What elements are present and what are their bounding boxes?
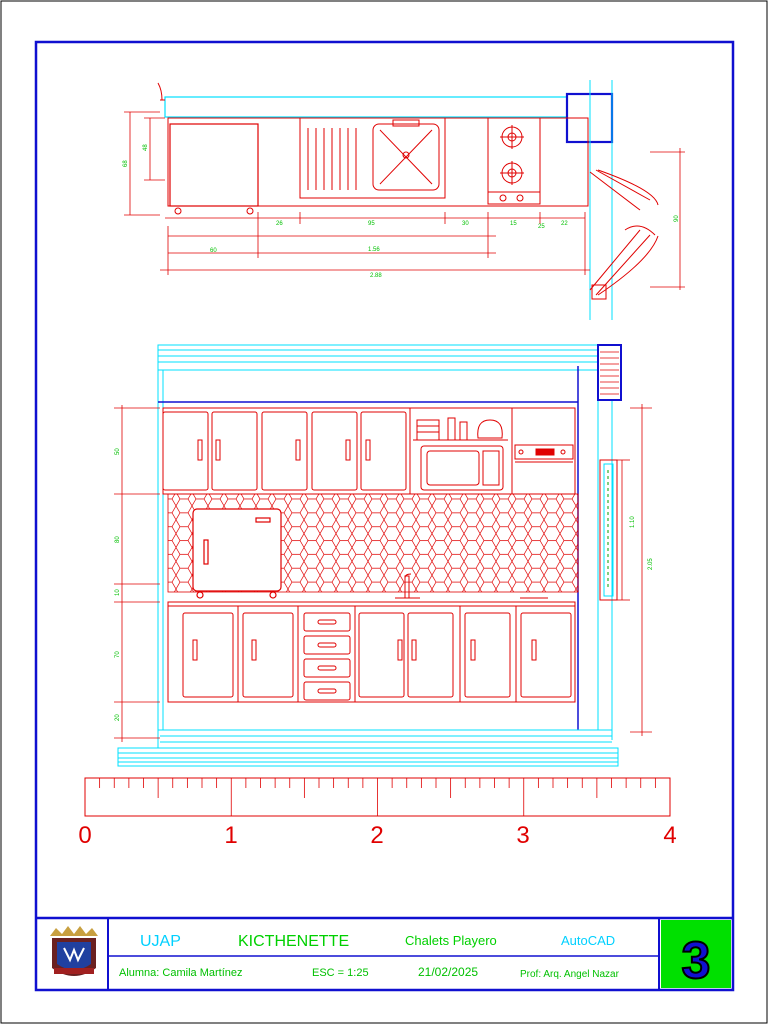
microwave (420, 445, 504, 491)
dimension-labels: 68 48 26 95 30 15 25 22 60 1.56 2.88 90 … (115, 144, 680, 721)
dim-plan-seg-1: 26 (276, 221, 283, 227)
dim-plan-door-width: 90 (674, 215, 680, 222)
plan-door (589, 169, 659, 300)
dim-plan-seg-5: 25 (538, 224, 545, 230)
dim-elev-upper-cabinets: 50 (115, 448, 121, 455)
elevation-dimension-lines (114, 404, 652, 742)
student-name: Alumna: Camila Martínez (119, 967, 243, 979)
plan-sink-unit (299, 117, 446, 199)
dim-elev-counter: 10 (115, 589, 121, 596)
dim-plan-seg-6: 22 (561, 221, 568, 227)
floor-slab (117, 729, 619, 767)
dim-plan-seg-2: 95 (368, 221, 375, 227)
school-name: UJAP (140, 933, 181, 950)
scale-label-0: 0 (78, 822, 91, 849)
project-subtitle: Chalets Playero (405, 933, 497, 948)
upper-cabinets (162, 407, 576, 495)
scale-label-2: 2 (370, 822, 383, 849)
ceiling-slab (157, 344, 613, 748)
title-block: UJAP KICTHENETTE Chalets Playero AutoCAD… (36, 916, 733, 991)
university-shield-logo (46, 925, 101, 983)
drawing-border (34, 40, 735, 992)
plan-sink-basin (372, 123, 440, 191)
drawing-date: 21/02/2025 (418, 965, 478, 979)
dim-plan-height-b: 48 (143, 144, 149, 151)
dim-plan-height-a: 68 (123, 160, 129, 167)
plan-fridge (169, 123, 259, 207)
dim-elev-base-cabinets: 70 (115, 651, 121, 658)
plan-back-wall (164, 96, 568, 118)
dim-plan-width-sink: 60 (210, 248, 217, 254)
dim-elev-total-height: 2.05 (648, 558, 654, 570)
dim-plan-seg-3: 30 (462, 221, 469, 227)
dim-plan-seg-4: 15 (510, 221, 517, 227)
sheet-number: 3 (682, 932, 711, 990)
professor-name: Prof: Arq. Angel Nazar (520, 969, 620, 980)
project-title: KICTHENETTE (238, 933, 349, 950)
elevation-window (599, 459, 618, 601)
plan-cooktop (487, 117, 541, 205)
software-name: AutoCAD (561, 933, 615, 948)
sheet-number-badge (661, 920, 731, 988)
dim-plan-width-mid: 1.56 (368, 247, 380, 253)
scale-label-1: 1 (224, 822, 237, 849)
elevation-column (597, 344, 622, 401)
plan-faucet (392, 119, 420, 127)
scale-label-3: 3 (516, 822, 529, 849)
base-cabinets (167, 601, 576, 703)
dim-plan-width-total: 2.88 (370, 273, 382, 279)
elevation-faucet (395, 573, 548, 599)
elevation-view (114, 344, 652, 767)
plan-view (124, 80, 685, 320)
dim-elev-plinth: 20 (115, 714, 121, 721)
dim-elev-window-height: 1.10 (630, 516, 636, 528)
scale-label-4: 4 (663, 822, 676, 849)
plan-counter (167, 117, 589, 207)
plan-dimension-lines (124, 111, 685, 290)
elevation-fridge (192, 508, 282, 599)
dim-elev-backsplash: 80 (115, 536, 121, 543)
scale-bar: 0 1 2 3 4 (78, 777, 677, 849)
drawing-scale: ESC = 1:25 (312, 967, 369, 979)
